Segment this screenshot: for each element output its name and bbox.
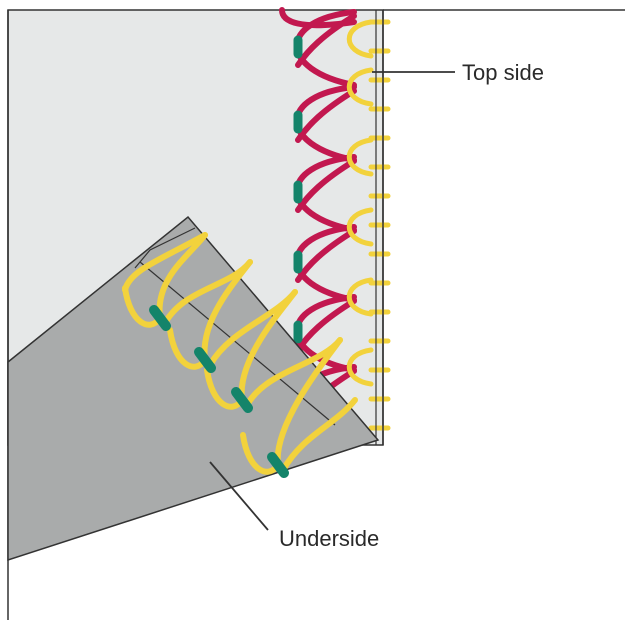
needle-diagonal <box>295 158 357 213</box>
underside-fabric-layer <box>7 215 380 562</box>
seam-knot <box>267 452 289 478</box>
looper-thread-edge <box>346 19 391 431</box>
seam-knot <box>231 387 253 413</box>
looper-thread-underside <box>122 232 358 475</box>
looper-hook <box>346 19 374 59</box>
looper-rising <box>274 337 343 468</box>
seam-knots-underside <box>149 305 289 478</box>
looper-rising <box>238 289 298 403</box>
underside-label: Underside <box>279 526 379 551</box>
top-side-label: Top side <box>462 60 544 85</box>
needle-diagonal <box>295 228 357 283</box>
looper-hook <box>346 347 374 387</box>
seam-knot <box>149 305 171 331</box>
looper-hook <box>346 67 374 107</box>
looper-crossing <box>280 397 358 473</box>
looper-rising <box>201 259 253 363</box>
looper-hook <box>346 207 374 247</box>
seam-knot <box>194 347 216 373</box>
looper-start <box>122 232 208 293</box>
looper-hook <box>346 277 374 317</box>
needle-loop-top <box>279 7 357 29</box>
underside-leader-line <box>209 461 269 531</box>
looper-rising <box>156 232 208 321</box>
needle-diagonal <box>295 88 357 143</box>
looper-hook <box>346 137 374 177</box>
